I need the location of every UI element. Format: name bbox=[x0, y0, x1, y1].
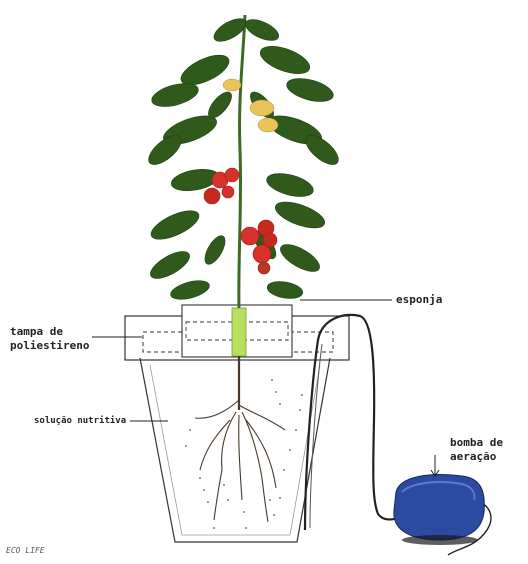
flowers bbox=[223, 79, 278, 132]
credit-label: ECO LIFE bbox=[6, 544, 45, 557]
pump-label-line1: bomba de bbox=[450, 436, 503, 449]
tomato-plant bbox=[144, 14, 343, 308]
aeration-pump bbox=[394, 475, 485, 545]
lid-label-line1: tampa de bbox=[10, 325, 63, 338]
nutrient-solution-dots bbox=[185, 379, 303, 529]
sponge-label: esponja bbox=[396, 293, 442, 306]
pump-label-line2: aeração bbox=[450, 450, 496, 463]
lid-label-line2: poliestireno bbox=[10, 339, 89, 352]
solution-label: solução nutritiva bbox=[34, 415, 126, 428]
roots bbox=[195, 356, 285, 522]
sponge-stem-sleeve bbox=[232, 308, 246, 356]
